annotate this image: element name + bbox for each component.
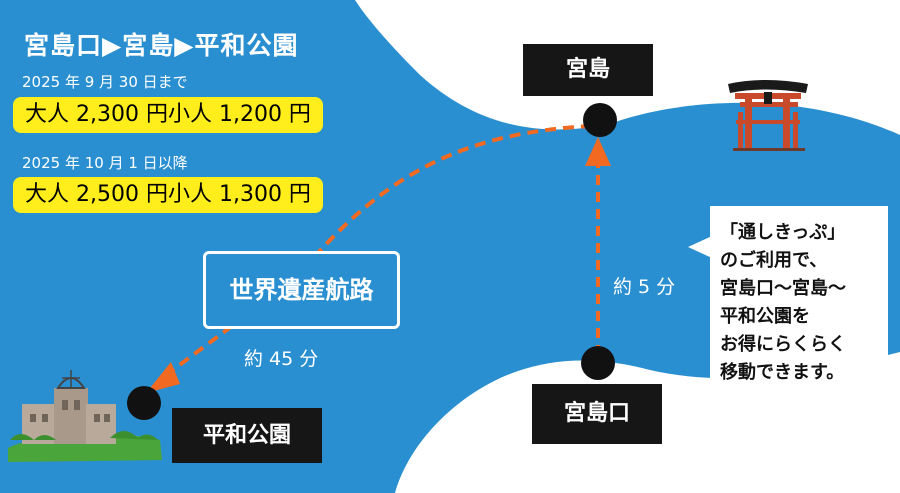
fare-period-future: 2025 年 10 月 1 日以降 xyxy=(22,154,188,172)
stop-marker-miyajimaguchi xyxy=(581,346,615,380)
fare-price-future: 大人 2,500 円小人 1,300 円 xyxy=(13,177,323,213)
station-miyajima: 宮島 xyxy=(523,44,653,96)
atomic-bomb-dome-icon xyxy=(8,370,162,462)
route-title: 宮島口▶宮島▶平和公園 xyxy=(24,31,299,60)
arrow-head-heiwa xyxy=(146,362,180,393)
stop-marker-heiwa-koen xyxy=(127,386,161,420)
travel-time-long: 約 45 分 xyxy=(244,348,319,370)
station-heiwa-koen: 平和公園 xyxy=(172,408,322,463)
torii-gate-icon xyxy=(728,80,808,151)
station-miyajimaguchi: 宮島口 xyxy=(532,384,662,444)
fare-period-current: 2025 年 9 月 30 日まで xyxy=(22,73,188,91)
route-line-miyajima-heiwa xyxy=(308,124,593,264)
travel-time-short: 約 5 分 xyxy=(613,276,676,298)
stop-marker-miyajima xyxy=(583,103,617,137)
arrow-head-miyajima xyxy=(585,137,611,166)
callout-tail xyxy=(688,236,712,258)
fare-price-current: 大人 2,300 円小人 1,200 円 xyxy=(13,97,323,133)
route-name-label: 世界遺産航路 xyxy=(203,251,400,329)
through-ticket-callout: 「通しきっぷ」 のご利用で、 宮島口～宮島～ 平和公園を お得にらくらく 移動で… xyxy=(710,206,888,432)
